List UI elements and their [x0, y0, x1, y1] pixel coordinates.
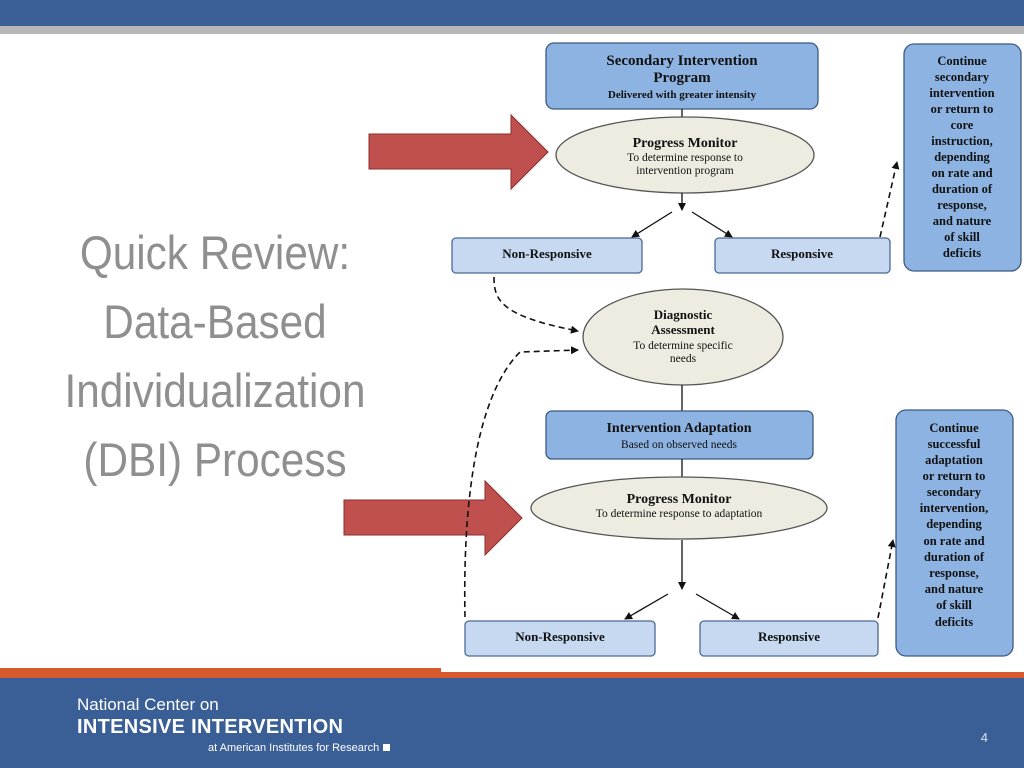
branch-arrow-right [695, 593, 740, 620]
progress-monitor-1-title: Progress Monitor [633, 136, 738, 151]
title-line: Individualization [64, 364, 366, 417]
secondary-program-title: Program [653, 70, 711, 86]
org-name-line2: INTENSIVE INTERVENTION [77, 716, 344, 738]
continue-1-line: intervention [929, 86, 994, 100]
continue-2-line: duration of [924, 550, 985, 564]
secondary-program-title: Secondary Intervention [606, 53, 758, 69]
continue-1-line: on rate and [931, 166, 992, 180]
continue-1-line: depending [934, 150, 990, 164]
org-affiliation: at American Institutes for Research [208, 742, 380, 754]
continue-1-line: instruction, [931, 134, 992, 148]
page-number: 4 [980, 730, 988, 745]
continue-2-line: depending [926, 517, 982, 531]
continue-2-line: of skill [936, 598, 972, 612]
non-responsive-2: Non-Responsive [464, 620, 656, 657]
continue-2-line: or return to [923, 469, 986, 483]
org-name-line1: National Center on [77, 695, 219, 714]
progress-monitor-2-sub: To determine response to adaptation [596, 508, 763, 520]
secondary-program-subtitle: Delivered with greater intensity [608, 89, 757, 101]
footer: National Center on INTENSIVE INTERVENTIO… [0, 678, 1024, 768]
secondary-program-box: Secondary Intervention Program Delivered… [545, 42, 819, 110]
title-line: Data-Based [103, 295, 327, 348]
diagnostic-assessment: Diagnostic Assessment To determine speci… [582, 288, 784, 386]
continue-1-line: secondary [935, 70, 990, 84]
branch-arrow-left [631, 211, 673, 238]
continue-1-line: of skill [944, 230, 980, 244]
continue-1-line: and nature [933, 214, 992, 228]
highlight-arrow-1 [368, 113, 549, 191]
responsive-2: Responsive [699, 620, 879, 657]
continue-1-line: core [951, 118, 974, 132]
non-responsive-1-label: Non-Responsive [502, 246, 592, 261]
orange-rule [0, 668, 1024, 678]
continue-1-line: duration of [932, 182, 993, 196]
progress-monitor-1-sub: To determine response to [627, 152, 743, 164]
rule-notch [441, 668, 1024, 672]
non-responsive-1: Non-Responsive [451, 237, 643, 274]
square-icon [383, 744, 391, 751]
continue-2-line: Continue [929, 421, 979, 435]
diagnostic-title: Diagnostic [654, 307, 713, 322]
top-rule [0, 26, 1024, 34]
continue-box-2: Continue successful adaptation or return… [895, 409, 1014, 657]
continue-box-1: Continue secondary intervention or retur… [903, 43, 1022, 272]
continue-2-line: successful [928, 437, 981, 451]
branch-arrow-left [624, 593, 669, 620]
responsive-1-label: Responsive [771, 246, 833, 261]
diagnostic-title: Assessment [651, 322, 715, 337]
intervention-adaptation-box: Intervention Adaptation Based on observe… [545, 410, 814, 460]
non-responsive-2-label: Non-Responsive [515, 629, 605, 644]
progress-monitor-2-title: Progress Monitor [627, 492, 732, 507]
continue-2-line: and nature [925, 582, 984, 596]
continue-1-line: or return to [931, 102, 994, 116]
progress-monitor-1: Progress Monitor To determine response t… [555, 116, 815, 194]
continue-1-line: deficits [943, 246, 981, 260]
continue-2-line: response, [929, 566, 978, 580]
continue-2-line: secondary [927, 485, 982, 499]
continue-2-line: adaptation [925, 453, 983, 467]
adaptation-title: Intervention Adaptation [606, 421, 751, 436]
diagnostic-sub: needs [670, 353, 697, 365]
title-line: (DBI) Process [83, 433, 347, 486]
dashed-arrow-continue-2 [877, 539, 896, 619]
progress-monitor-1-sub: intervention program [636, 165, 733, 177]
slide-title: Quick Review: Data-Based Individualizati… [58, 218, 373, 494]
continue-2-line: on rate and [923, 534, 984, 548]
progress-monitor-2: Progress Monitor To determine response t… [530, 476, 828, 540]
dashed-arrow-continue-1 [879, 161, 900, 238]
diagnostic-sub: To determine specific [633, 340, 732, 352]
adaptation-subtitle: Based on observed needs [621, 439, 737, 451]
title-line: Quick Review: [79, 226, 351, 279]
top-bar [0, 0, 1024, 26]
org-name-line3: at American Institutes for Research [208, 742, 391, 754]
dashed-loop-arrow [463, 346, 579, 618]
continue-1-line: Continue [937, 54, 987, 68]
continue-1-line: response, [937, 198, 986, 212]
highlight-arrow-2 [343, 479, 523, 557]
responsive-1: Responsive [714, 237, 891, 274]
continue-2-line: deficits [935, 615, 973, 629]
branch-arrow-right [691, 211, 733, 238]
dashed-arrow-to-diagnostic [493, 276, 579, 334]
responsive-2-label: Responsive [758, 629, 820, 644]
continue-2-line: intervention, [920, 501, 988, 515]
